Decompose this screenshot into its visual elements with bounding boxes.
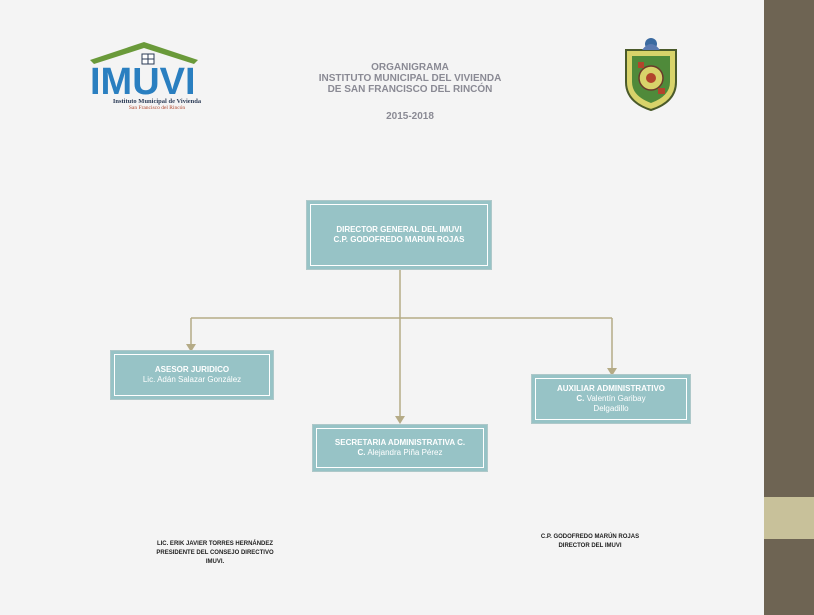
connector-lines — [186, 270, 617, 424]
signature-left-role: PRESIDENTE DEL CONSEJO DIRECTIVO — [156, 550, 274, 556]
auxiliar-name-1: Valentín Garibay — [586, 394, 646, 403]
signature-right: C.P. GODOFREDO MARÚN ROJAS DIRECTOR DEL … — [505, 533, 675, 551]
asesor-name: Lic. Adán Salazar González — [142, 375, 242, 384]
municipal-shield-icon — [620, 36, 682, 112]
sidebar-band-top — [764, 0, 814, 497]
asesor-box: ASESOR JURIDICO Lic. Adán Salazar Gonzál… — [110, 350, 274, 400]
logo-text: IMUVI — [90, 61, 196, 103]
signature-right-name: C.P. GODOFREDO MARÚN ROJAS — [540, 534, 640, 540]
auxiliar-prefix: C. — [576, 394, 585, 403]
logo-subtitle-2: San Francisco del Rincón — [128, 105, 186, 111]
auxiliar-box: AUXILIAR ADMINISTRATIVO C. Valentín Gari… — [531, 374, 691, 424]
logo-subtitle-1: Instituto Municipal de Vivienda — [112, 98, 202, 105]
director-box: DIRECTOR GENERAL DEL IMUVI C.P. GODOFRED… — [306, 200, 492, 270]
signature-left-org: IMUVI. — [205, 559, 225, 565]
secretaria-title: SECRETARIA ADMINISTRATIVA C. — [334, 438, 466, 447]
director-title: DIRECTOR GENERAL DEL IMUVI — [336, 225, 462, 234]
header-years: 2015-2018 — [386, 111, 434, 122]
sidebar-band-middle — [764, 497, 814, 539]
secretaria-prefix: C. — [357, 448, 366, 457]
header-line-3: DE SAN FRANCISCO DEL RINCÓN — [327, 84, 493, 95]
director-name: C.P. GODOFREDO MARUN ROJAS — [333, 235, 465, 244]
auxiliar-title: AUXILIAR ADMINISTRATIVO — [557, 384, 665, 393]
signature-right-role: DIRECTOR DEL IMUVI — [558, 543, 622, 549]
signature-left-name: LIC. ERIK JAVIER TORRES HERNÁNDEZ — [156, 541, 274, 547]
signature-left: LIC. ERIK JAVIER TORRES HERNÁNDEZ PRESID… — [120, 540, 310, 567]
auxiliar-name-2: Delgadillo — [593, 404, 629, 413]
chart-header: ORGANIGRAMA INSTITUTO MUNICIPAL DEL VIVI… — [290, 62, 530, 95]
asesor-title: ASESOR JURIDICO — [154, 365, 230, 374]
secretaria-name: Alejandra Piña Pérez — [367, 448, 443, 457]
header-title: ORGANIGRAMA — [371, 62, 449, 73]
slide: IMUVI Instituto Municipal de Vivienda Sa… — [0, 0, 764, 615]
sidebar-band-bottom — [764, 539, 814, 615]
imuvi-logo: IMUVI — [82, 40, 232, 116]
header-line-2: INSTITUTO MUNICIPAL DEL VIVIENDA — [318, 73, 502, 84]
secretaria-box: SECRETARIA ADMINISTRATIVA C. C. Alejandr… — [312, 424, 488, 472]
